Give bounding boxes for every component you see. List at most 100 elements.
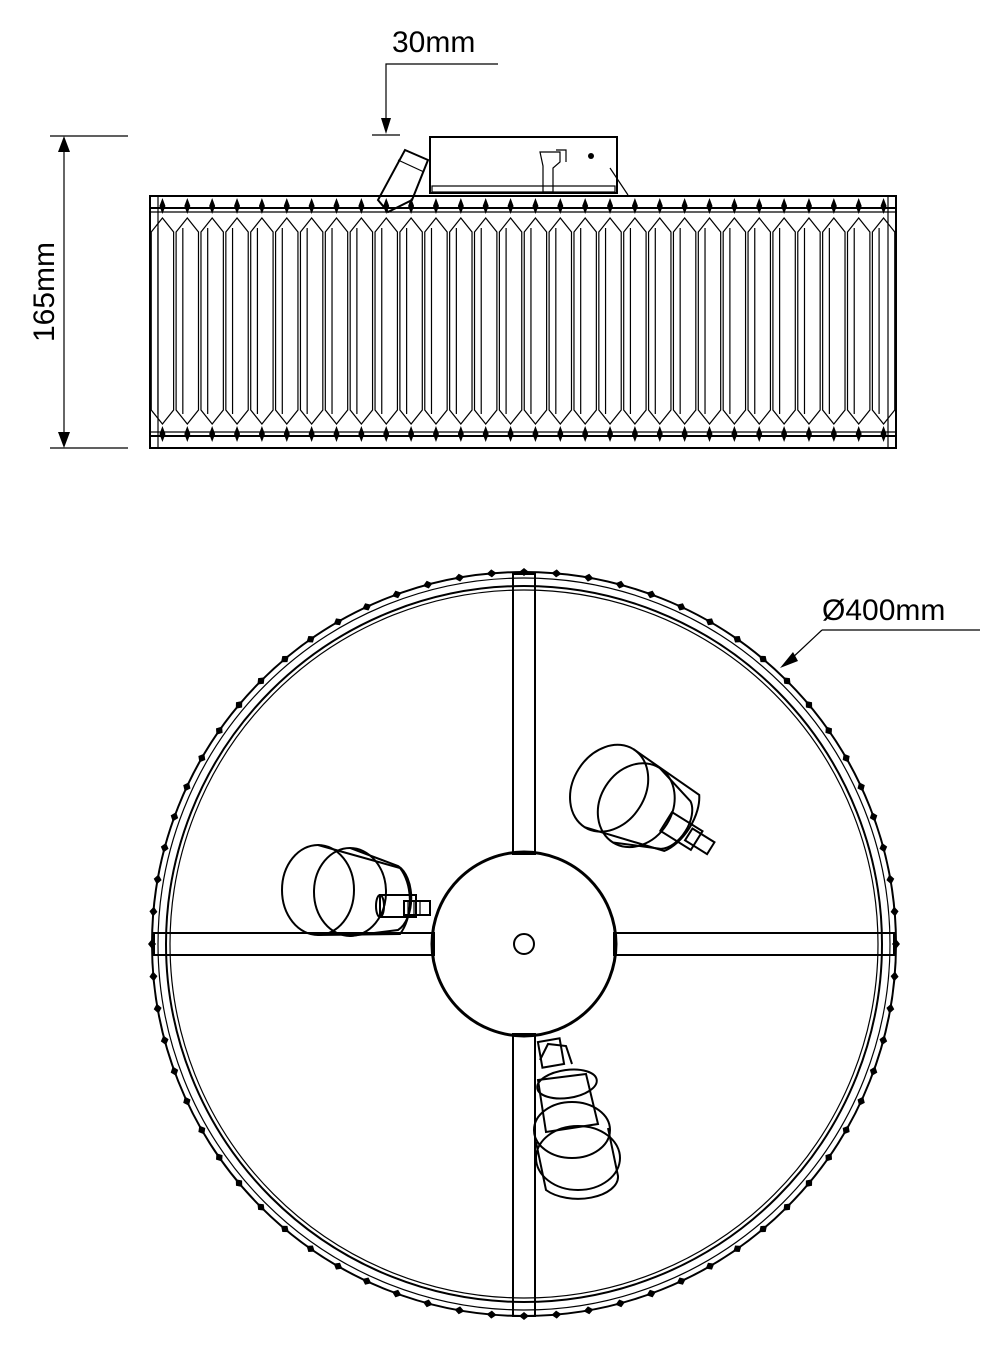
crystal-bead — [184, 426, 191, 442]
crystal-bead — [160, 1035, 169, 1046]
crystal-prism — [598, 217, 622, 425]
crystal-bead — [333, 1262, 343, 1270]
crystal-bead — [805, 1179, 813, 1187]
crystal-bead — [457, 198, 464, 214]
crystal-bead — [257, 1203, 265, 1211]
lamp-holder-left — [281, 844, 431, 937]
canopy-dimension-label: 30mm — [392, 26, 475, 59]
crystal-bead — [615, 580, 626, 589]
crystal-bead — [234, 198, 241, 214]
crystal-bead — [676, 1277, 686, 1285]
crystal-bead — [705, 1262, 715, 1270]
crystal-prism — [399, 217, 423, 425]
crystal-bead — [551, 1310, 562, 1319]
crystal-bead — [482, 426, 489, 442]
crystal-bead — [170, 812, 179, 822]
crystal-bead — [706, 426, 713, 442]
crystal-prism — [274, 217, 299, 425]
crystal-bead — [258, 426, 265, 442]
lamp-holder-upper-right — [569, 743, 716, 856]
crystal-bead — [582, 426, 589, 442]
crystal-bead — [507, 198, 514, 214]
crystal-bead — [731, 198, 738, 214]
crystal-bead — [886, 1003, 895, 1014]
crystal-bead — [890, 906, 899, 917]
crystal-bead — [805, 426, 812, 442]
crystal-bead — [880, 426, 887, 442]
crystal-bead — [198, 1125, 206, 1135]
crystal-bead — [153, 874, 162, 885]
crystal-bead — [631, 198, 638, 214]
crystal-bead — [149, 906, 158, 917]
height-dimension-label: 165mm — [28, 242, 61, 342]
crystal-bead — [607, 198, 614, 214]
crystal-bead — [183, 1096, 191, 1106]
crystal-bead — [383, 198, 390, 214]
crystal-bead — [408, 198, 415, 214]
crystal-bead — [281, 1225, 289, 1233]
crystal-bead — [507, 426, 514, 442]
crystal-bead — [333, 198, 340, 214]
crystal-prism — [374, 217, 399, 425]
crystal-bead — [857, 782, 865, 792]
crystal-prism — [846, 217, 871, 425]
crystal-prism — [822, 217, 846, 425]
crystal-bead — [583, 573, 594, 582]
crystal-bead — [235, 701, 243, 709]
crystal-bead — [281, 655, 289, 663]
crystal-prism — [722, 217, 747, 425]
crystal-prism — [473, 217, 498, 425]
crystal-bead — [454, 1306, 465, 1315]
crystal-bead — [362, 603, 372, 611]
crystal-bead — [681, 198, 688, 214]
side-view: 30mm 165mm — [28, 26, 897, 449]
crystal-prism — [150, 217, 175, 425]
crystal-bead — [408, 426, 415, 442]
crystal-bead — [756, 198, 763, 214]
crystal-bead — [825, 1153, 833, 1162]
crystal-bead — [532, 426, 539, 442]
crystal-prism — [175, 217, 200, 425]
crystal-prism — [324, 217, 349, 425]
crystal-bead — [422, 1299, 433, 1308]
height-dimension: 165mm — [28, 135, 128, 449]
crystal-bead — [457, 426, 464, 442]
crystal-prism — [797, 217, 821, 425]
crystal-bead — [783, 677, 791, 685]
crystal-bead — [615, 1299, 626, 1308]
cross-arms — [153, 573, 895, 1317]
crystal-bead — [731, 426, 738, 442]
crystal-bead — [383, 426, 390, 442]
crystal-bead — [215, 726, 223, 735]
crystal-prism — [299, 217, 324, 425]
crystal-bead — [879, 842, 888, 853]
crystal-bead — [215, 1153, 223, 1162]
crystal-bead — [805, 198, 812, 214]
crystal-bead — [857, 1096, 865, 1106]
crystal-prism — [747, 217, 772, 425]
crystal-bead — [869, 1066, 878, 1076]
crystal-bead — [486, 569, 497, 578]
crystal-bead — [358, 426, 365, 442]
shade-body — [149, 195, 897, 449]
crystal-bead — [183, 782, 191, 792]
crystal-bead — [432, 426, 439, 442]
crystal-bead — [333, 426, 340, 442]
crystal-bead — [842, 1125, 850, 1135]
crystal-bead — [235, 1179, 243, 1187]
crystal-bead — [706, 198, 713, 214]
crystal-bead — [855, 198, 862, 214]
crystal-bead — [781, 198, 788, 214]
crystal-bead — [830, 426, 837, 442]
crystal-bead — [257, 677, 265, 685]
crystal-bead — [333, 618, 343, 626]
crystal-bead — [283, 198, 290, 214]
crystal-bead — [733, 635, 742, 643]
crystal-bead — [160, 842, 169, 853]
crystal-bead — [759, 655, 767, 663]
crystal-prism — [871, 217, 896, 425]
crystal-prism — [623, 217, 647, 425]
crystal-bead — [551, 569, 562, 578]
crystal-bead — [582, 198, 589, 214]
